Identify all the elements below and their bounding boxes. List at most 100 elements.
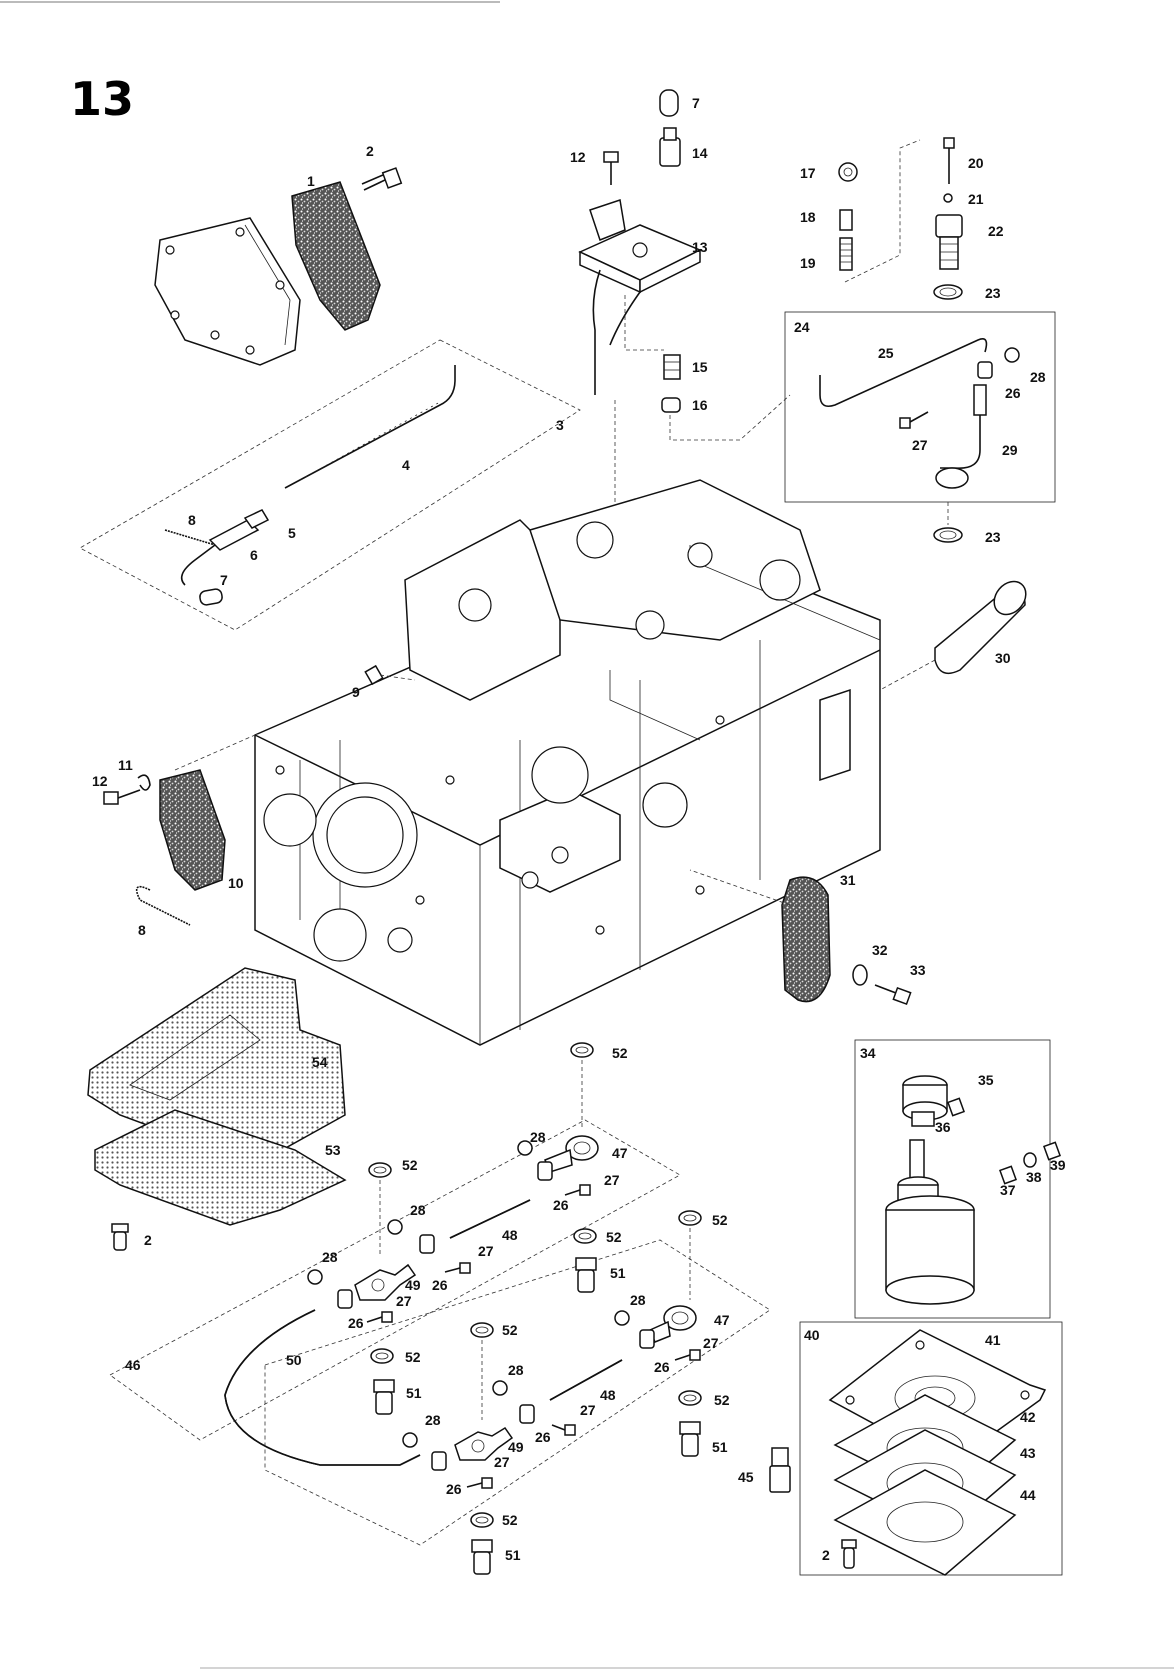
bushing-14 <box>659 127 681 167</box>
gasket-54-inner <box>129 1014 261 1101</box>
kit-box-40 <box>799 1321 1063 1576</box>
callout-44: 44 <box>1020 1487 1036 1503</box>
callout-30: 30 <box>995 650 1011 666</box>
gear-35 <box>902 1075 948 1127</box>
washer-52-e <box>470 1322 494 1338</box>
bolt-51-a <box>575 1257 597 1293</box>
callout-12-left: 12 <box>92 773 108 789</box>
callout-27-d: 27 <box>703 1335 719 1351</box>
callout-48-b: 48 <box>600 1387 616 1403</box>
union-15 <box>663 354 681 380</box>
callout-31: 31 <box>840 872 856 888</box>
washer-38 <box>1023 1152 1037 1168</box>
screw-27-b <box>444 1262 471 1274</box>
callout-53: 53 <box>325 1142 341 1158</box>
callout-38: 38 <box>1026 1169 1042 1185</box>
bolt-51-b <box>373 1379 395 1415</box>
callout-28-f: 28 <box>425 1412 441 1428</box>
stud-9 <box>364 664 384 686</box>
callout-51-a: 51 <box>610 1265 626 1281</box>
washer-52-g <box>678 1390 702 1406</box>
banjo-47-a <box>544 1135 599 1173</box>
clip-26-top <box>977 361 993 379</box>
screw-27-c <box>366 1311 393 1323</box>
bolt-2-sump <box>111 1223 129 1251</box>
washer-23-top <box>933 284 963 300</box>
callout-26-f: 26 <box>446 1481 462 1497</box>
bolt-20 <box>943 137 955 184</box>
callout-35: 35 <box>978 1072 994 1088</box>
callout-15: 15 <box>692 359 708 375</box>
gasket-54 <box>87 967 346 1166</box>
stud-45 <box>769 1447 791 1493</box>
callout-26-e: 26 <box>535 1429 551 1445</box>
callout-27-f: 27 <box>494 1454 510 1470</box>
leader-13-15 <box>624 295 664 351</box>
callout-46: 46 <box>125 1357 141 1373</box>
washer-52-c <box>678 1210 702 1226</box>
nut-28-e <box>492 1380 508 1396</box>
screen-53 <box>94 1109 347 1226</box>
screw-12-top <box>603 151 619 185</box>
callout-8: 8 <box>188 512 196 528</box>
callout-52-d: 52 <box>606 1229 622 1245</box>
screw-27-a <box>564 1184 591 1196</box>
leader-16-24 <box>669 394 791 441</box>
callout-20: 20 <box>968 155 984 171</box>
callout-49-b: 49 <box>508 1439 524 1455</box>
callout-5: 5 <box>288 525 296 541</box>
page-number: 13 <box>70 72 134 126</box>
leader-17-22 <box>844 139 921 283</box>
screw-36 <box>947 1097 965 1117</box>
callout-10: 10 <box>228 875 244 891</box>
callout-27-e: 27 <box>580 1402 596 1418</box>
banjo-pipe-29 <box>935 384 987 489</box>
callout-23-bottom: 23 <box>985 529 1001 545</box>
callout-51-c: 51 <box>712 1439 728 1455</box>
tee-49-a <box>354 1263 417 1301</box>
callout-27-b: 27 <box>478 1243 494 1259</box>
plug-30 <box>934 580 1027 675</box>
callout-18: 18 <box>800 209 816 225</box>
pipe-48-b <box>549 1359 623 1401</box>
cover-gasket <box>291 181 381 331</box>
leader-9-block <box>379 674 416 681</box>
washer-52-h <box>470 1512 494 1528</box>
callout-26-a: 26 <box>553 1197 569 1213</box>
callout-4: 4 <box>402 457 410 473</box>
washer-52-d <box>573 1228 597 1244</box>
tee-49-b <box>454 1426 514 1461</box>
callout-19: 19 <box>800 255 816 271</box>
callout-39: 39 <box>1050 1157 1066 1173</box>
callout-26-c: 26 <box>348 1315 364 1331</box>
clip-26-b <box>419 1234 435 1254</box>
callout-8-left: 8 <box>138 922 146 938</box>
nut-28-f <box>402 1432 418 1448</box>
clip-26-e <box>519 1404 535 1424</box>
pipe-48-a <box>449 1199 531 1239</box>
callout-28-e: 28 <box>508 1362 524 1378</box>
callout-1: 1 <box>307 173 315 189</box>
callout-6: 6 <box>250 547 258 563</box>
callout-51-d: 51 <box>505 1547 521 1563</box>
callout-52-f: 52 <box>405 1349 421 1365</box>
callout-36: 36 <box>935 1119 951 1135</box>
callout-49-a: 49 <box>405 1277 421 1293</box>
crankcase-block <box>254 479 881 1046</box>
callout-23: 23 <box>985 285 1001 301</box>
fitting-22 <box>935 214 963 270</box>
callout-9: 9 <box>352 684 360 700</box>
washer-21 <box>943 193 953 203</box>
spring-18 <box>839 209 853 231</box>
callout-48-a: 48 <box>502 1227 518 1243</box>
callout-41: 41 <box>985 1332 1001 1348</box>
bracket-13 <box>578 199 702 395</box>
callout-2: 2 <box>366 143 374 159</box>
washer-52-a <box>570 1042 594 1058</box>
spring-wire-8 <box>164 529 216 586</box>
callout-27-a: 27 <box>604 1172 620 1188</box>
plate-44 <box>833 1469 1017 1576</box>
washer-23-bottom <box>933 527 963 543</box>
callout-52-a: 52 <box>612 1045 628 1061</box>
